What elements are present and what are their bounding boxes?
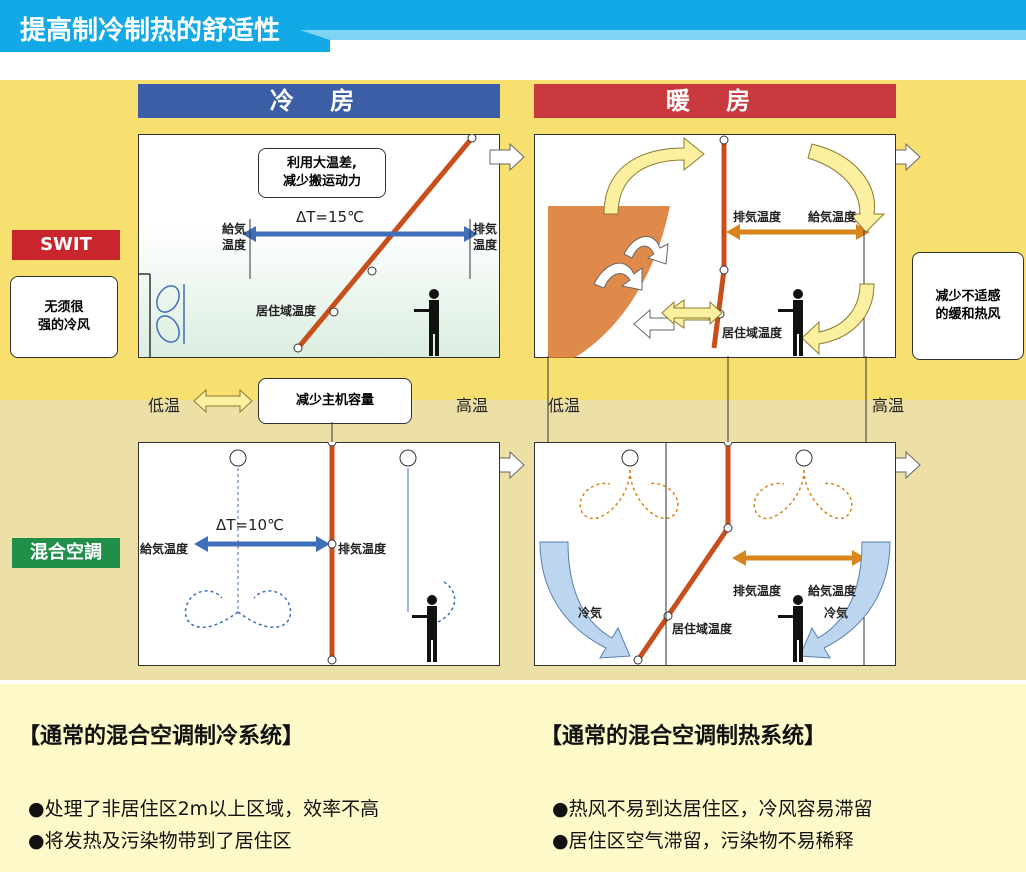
heating-mixed-cold-right: 冷気: [824, 606, 849, 620]
cooling-point-1: ●处理了非居住区2m以上区域，效率不高: [28, 798, 380, 820]
axis-high-right: 高温: [872, 396, 905, 415]
cooling-mixed-supply: 給気温度: [140, 542, 189, 556]
cooling-swit-supply-1: 給気: [222, 222, 247, 236]
heating-swit-supply: 給気温度: [808, 210, 857, 224]
cooling-header: 冷 房: [138, 84, 500, 118]
heating-mixed-exhaust: 排気温度: [733, 584, 782, 598]
cooling-swit-exhaust-2: 温度: [473, 238, 498, 252]
side-note-right-line1: 减少不适感: [935, 289, 1001, 304]
cooling-point-2: ●将发热及污染物带到了居住区: [28, 830, 292, 852]
heating-mixed-supply: 給気温度: [808, 584, 857, 598]
heating-mixed-occupied: 居住域温度: [672, 622, 733, 636]
cooling-swit-graphics: [138, 134, 478, 358]
heating-mixed-graphics: [539, 442, 891, 666]
side-note-right: 减少不适感 的缓和热风: [912, 252, 1024, 360]
callout-big-delta-line2: 减少搬运动力: [282, 174, 361, 189]
heating-swit-exhaust: 排気温度: [733, 210, 782, 224]
side-note-left-line1: 无须很: [44, 300, 84, 315]
delta-t-mixed: ΔT=10℃: [216, 516, 284, 534]
left-right-double-arrow: [661, 300, 723, 326]
cooling-swit-occupied: 居住域温度: [256, 304, 317, 318]
summary-band: [0, 684, 1026, 872]
swit-tag: SWIT: [12, 230, 120, 260]
callout-big-delta: 利用大温差, 减少搬运动力: [258, 148, 386, 198]
cooling-swit-exhaust-1: 排気: [473, 222, 498, 236]
mixed-tag: 混合空調: [12, 538, 120, 568]
low-high-double-arrow: [193, 388, 253, 414]
heating-swit-graphics: [548, 135, 886, 358]
heating-mixed-cold-left: 冷気: [578, 606, 603, 620]
panel-cooling-mixed: [138, 442, 500, 666]
page-title: 提高制冷制热的舒适性: [20, 16, 281, 46]
callout-big-delta-line1: 利用大温差,: [287, 156, 357, 171]
connector-lines: [331, 356, 867, 444]
cooling-summary-title: 【通常的混合空调制冷系统】: [18, 724, 305, 749]
title-bar: [0, 0, 1026, 52]
cooling-swit-supply-2: 温度: [222, 238, 247, 252]
side-note-left-line2: 强的冷风: [37, 318, 90, 333]
heating-summary-title: 【通常的混合空调制热系统】: [540, 724, 827, 749]
callout-reduce-capacity: 减少主机容量: [258, 378, 412, 424]
flow-arrows-top: [489, 142, 525, 172]
side-note-left: 无须很 强的冷风: [10, 276, 118, 358]
cooling-mixed-exhaust: 排気温度: [338, 542, 387, 556]
axis-low-right: 低温: [548, 396, 581, 415]
delta-t-swit: ΔT=15℃: [296, 208, 364, 226]
side-note-right-line2: 的缓和热风: [935, 307, 1001, 322]
heating-swit-occupied: 居住域温度: [722, 326, 783, 340]
heating-point-2: ●居住区空气滞留，污染物不易稀释: [552, 830, 854, 852]
axis-low-left: 低温: [148, 396, 181, 415]
cooling-mixed-graphics: [184, 442, 456, 665]
axis-high-left: 高温: [456, 396, 489, 415]
heating-header: 暖 房: [534, 84, 896, 118]
heating-point-1: ●热风不易到达居住区，冷风容易滞留: [552, 798, 873, 820]
